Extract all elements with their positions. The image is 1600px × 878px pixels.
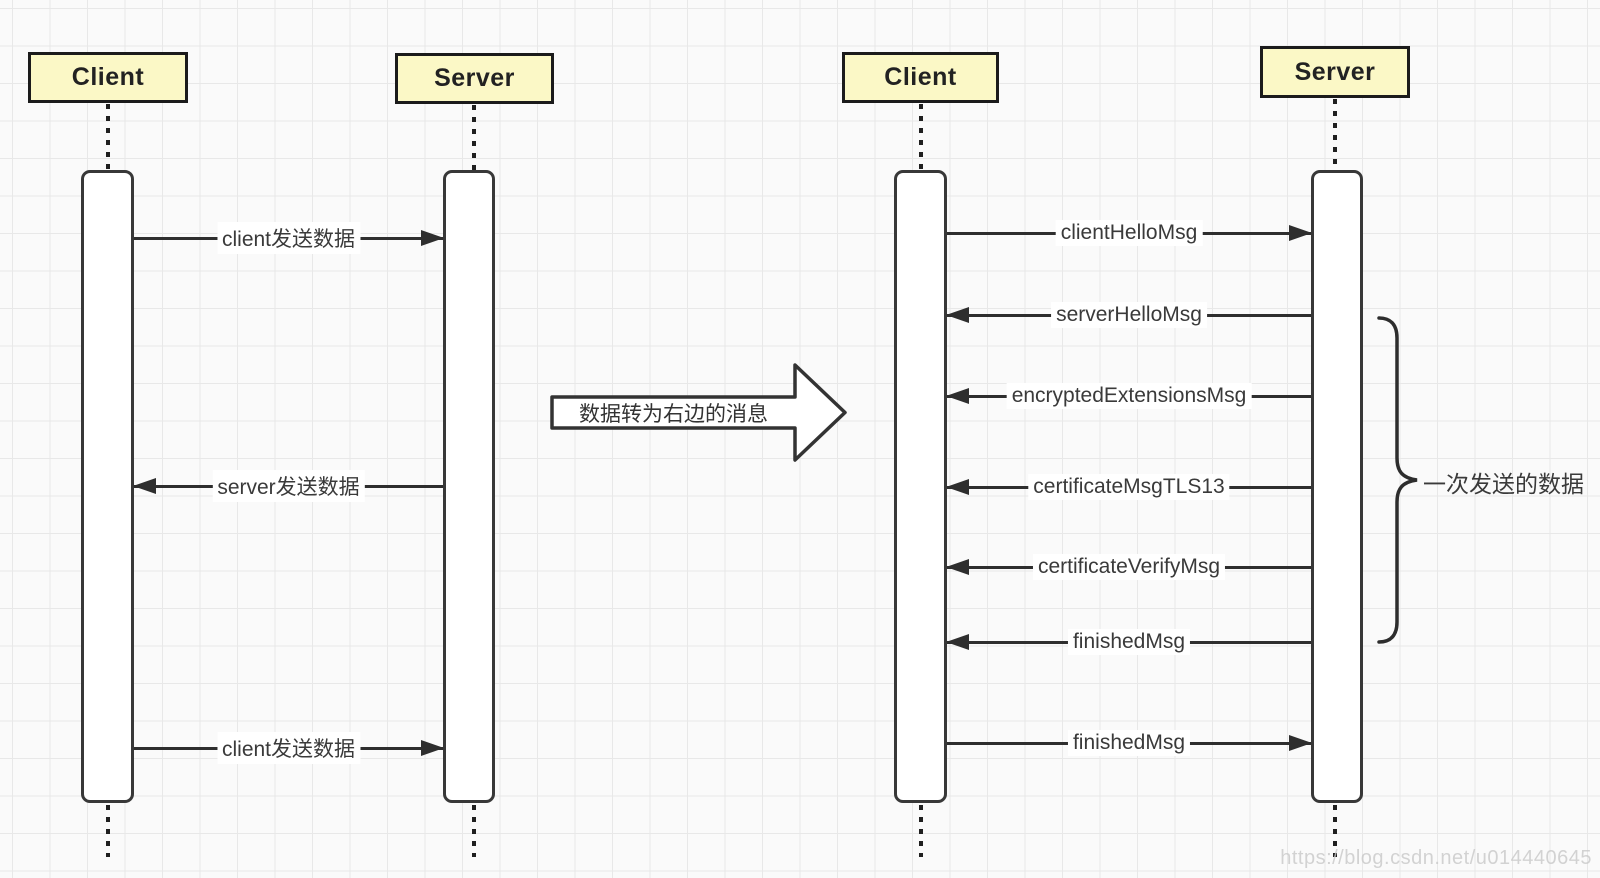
right-client-lifeline-top — [919, 104, 923, 170]
grouping-brace-icon — [1377, 316, 1418, 644]
right-server-activation-bar — [1311, 170, 1363, 803]
right-client-lifeline-bottom — [919, 805, 923, 857]
left-client-lifeline-top — [106, 104, 110, 170]
right-client-activation-bar — [894, 170, 947, 803]
message-arrow: client发送数据 — [134, 222, 444, 254]
message-arrow: server发送数据 — [133, 470, 443, 502]
message-arrow: finishedMsg — [947, 727, 1312, 759]
watermark-text: https://blog.csdn.net/u014440645 — [1280, 847, 1592, 869]
arrowhead-right-icon — [421, 230, 444, 246]
left-server-lifeline-bottom — [472, 805, 476, 857]
message-label: finishedMsg — [1067, 730, 1191, 756]
left-client-activation-bar — [81, 170, 134, 803]
arrowhead-left-icon — [946, 479, 969, 495]
arrowhead-right-icon — [1289, 735, 1312, 751]
arrowhead-left-icon — [946, 388, 969, 404]
left-actor-label-client: Client — [71, 63, 145, 91]
message-label: client发送数据 — [216, 222, 361, 254]
arrowhead-left-icon — [133, 478, 156, 494]
brace-label: 一次发送的数据 — [1423, 471, 1584, 497]
message-label: client发送数据 — [216, 732, 361, 764]
message-arrow: certificateVerifyMsg — [946, 551, 1311, 583]
right-server-lifeline-top — [1333, 99, 1337, 170]
left-server-lifeline-top — [472, 105, 476, 170]
right-actor-label-server: Server — [1294, 57, 1376, 86]
message-label: clientHelloMsg — [1055, 220, 1203, 246]
message-label: finishedMsg — [1067, 629, 1191, 655]
transform-arrow-icon — [550, 363, 847, 462]
transform-arrow-label: 数据转为右边的消息 — [579, 402, 768, 426]
arrowhead-left-icon — [946, 559, 969, 575]
message-label: encryptedExtensionsMsg — [1006, 383, 1252, 409]
message-arrow: encryptedExtensionsMsg — [946, 380, 1311, 412]
message-arrow: clientHelloMsg — [947, 217, 1312, 249]
right-server-lifeline-bottom — [1333, 805, 1337, 857]
message-arrow: finishedMsg — [946, 626, 1311, 658]
arrowhead-left-icon — [946, 307, 969, 323]
message-label: server发送数据 — [212, 470, 365, 502]
message-label: certificateVerifyMsg — [1032, 554, 1226, 580]
message-arrow: certificateMsgTLS13 — [946, 471, 1311, 503]
arrowhead-right-icon — [1289, 225, 1312, 241]
left-server-activation-bar — [443, 170, 495, 803]
right-actor-box-client: Client — [842, 52, 999, 103]
left-actor-label-server: Server — [434, 64, 515, 92]
message-label: certificateMsgTLS13 — [1028, 474, 1230, 500]
left-actor-box-server: Server — [395, 53, 554, 104]
message-label: serverHelloMsg — [1051, 302, 1207, 328]
left-actor-box-client: Client — [28, 52, 188, 103]
right-actor-label-client: Client — [884, 63, 957, 91]
arrowhead-right-icon — [421, 740, 444, 756]
message-arrow: client发送数据 — [134, 732, 444, 764]
left-client-lifeline-bottom — [106, 805, 110, 857]
arrowhead-left-icon — [946, 634, 969, 650]
message-arrow: serverHelloMsg — [946, 299, 1311, 331]
right-actor-box-server: Server — [1260, 46, 1410, 98]
